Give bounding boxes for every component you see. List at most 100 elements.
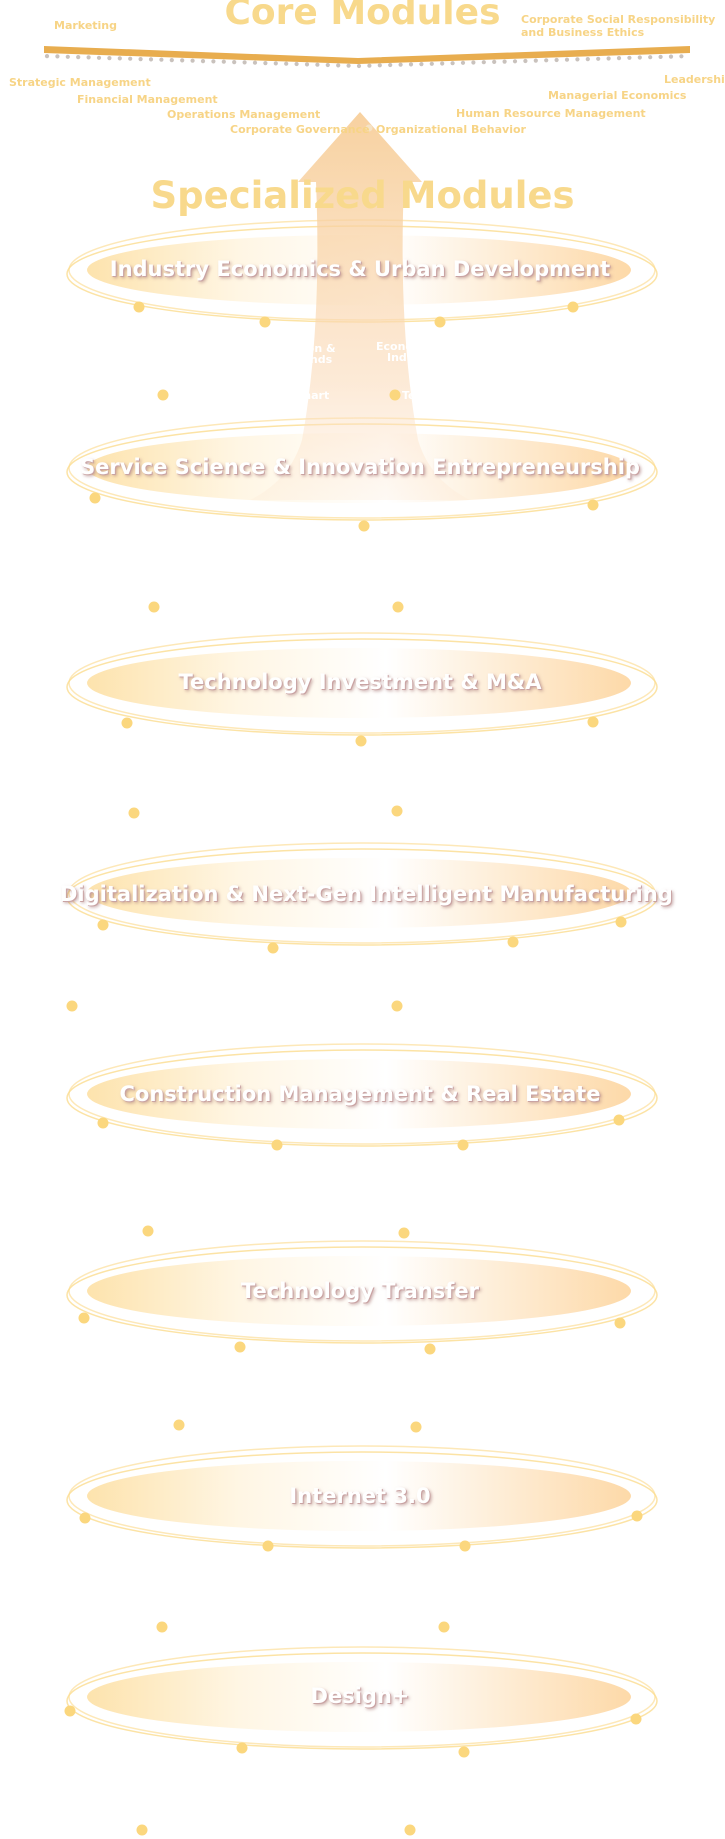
partial-label-5: e & Smart [267,389,330,402]
beam-dot [367,63,372,68]
connector-dot [136,1824,148,1836]
beam-dot [648,55,653,60]
connector-dot [271,1139,283,1151]
beam-dot [502,59,507,64]
upward-arrow [250,112,470,500]
beam-dot [585,57,590,62]
core-label-corporate-governance: Corporate Governance [230,123,370,136]
module-industry-economics: Industry Economics & Urban Development [109,257,611,281]
connector-dot [148,601,160,613]
module-construction-management: Construction Management & Real Estate [119,1082,601,1106]
beam-dot [284,61,289,66]
connector-dot [66,1000,78,1012]
beam-dot [117,56,122,61]
connector-dot [355,735,367,747]
connector-dot [613,1114,625,1126]
beam-dot [533,58,538,63]
core-label-organizational-behavior: Organizational Behavior [376,123,526,136]
beam-dot [65,54,70,59]
connector-dot [615,916,627,928]
core-beam-dots [44,54,684,69]
connector-dot [358,520,370,532]
ring-orbit [66,1451,658,1549]
beam-dot [148,57,154,62]
beam-dot [304,62,310,67]
ring-orbit [66,848,658,946]
ring-outer [68,1043,656,1145]
module-ring-3 [66,632,658,736]
beam-dot [252,60,258,65]
module-disc [87,1256,631,1326]
beam-dot [76,55,81,60]
connector-dot [424,1343,436,1355]
beam-dot [596,56,601,61]
module-ring-4 [66,842,658,946]
connector-dot [457,1139,469,1151]
module-disc [87,1461,631,1531]
connector-dot [262,1540,274,1552]
connector-dot [587,499,599,511]
module-digitalization: Digitalization & Next-Gen Intelligent Ma… [60,882,673,906]
partial-label-3: Econo [376,340,413,353]
beam-dot [211,59,216,64]
core-label-marketing: Marketing [54,19,118,32]
module-disc [87,1662,631,1732]
connector-dot [389,389,401,401]
connector-dot [631,1510,643,1522]
beam-dot [460,60,466,65]
connector-dot [64,1705,76,1717]
module-ring-6 [66,1240,658,1344]
beam-dot [554,57,559,63]
connector-dot [97,919,109,931]
core-label-strategic-management: Strategic Management [9,76,151,89]
beam-dot [668,54,674,59]
beam-dot [273,61,278,66]
ring-outer [68,1646,656,1748]
core-label-leadership: Leadership [664,73,725,86]
beam-dot [232,60,237,65]
beam-dot [575,57,580,62]
connector-dot [133,301,145,313]
ring-outer [68,1445,656,1547]
module-internet-3: Internet 3.0 [289,1484,431,1508]
beam-dot [128,56,133,61]
beam-dot [440,61,445,66]
beam-dot [606,56,611,61]
beam-dot [471,60,476,65]
beam-dot [419,62,424,67]
specialized-modules-title: Specialized Modules [150,174,575,217]
ring-outer [68,842,656,944]
connector-dot [630,1713,642,1725]
beam-dot [200,59,206,64]
beam-dot [325,62,330,68]
beam-dot [492,59,497,64]
core-label-financial-management: Financial Management [77,93,218,106]
beam-dot [398,62,403,67]
connector-dot [567,301,579,313]
beam-dot [180,58,185,63]
beam-dot [221,59,226,64]
core-beam-bar [44,46,690,64]
module-disc [87,858,631,928]
connector-dot [391,805,403,817]
connector-dot [121,717,133,729]
connector-dot [507,936,519,948]
beam-dot [107,56,112,61]
beam-dot [294,61,299,67]
connector-dot [392,601,404,613]
core-label-managerial-economics: Managerial Economics [548,89,687,102]
module-technology-transfer: Technology Transfer [241,1279,479,1303]
core-label-csr-line2: and Business Ethics [521,26,645,39]
connector-dot [142,1225,154,1237]
beam-dot [658,54,663,60]
ring-orbit [66,1652,658,1750]
beam-dot [336,63,341,68]
connector-dot [587,716,599,728]
partial-label-4: Indu [387,351,415,364]
connector-dot [97,1117,109,1129]
connector-dot [614,1317,626,1329]
beam-dot [242,60,247,65]
core-label-operations-management: Operations Management [167,108,321,121]
connector-dot [234,1341,246,1353]
